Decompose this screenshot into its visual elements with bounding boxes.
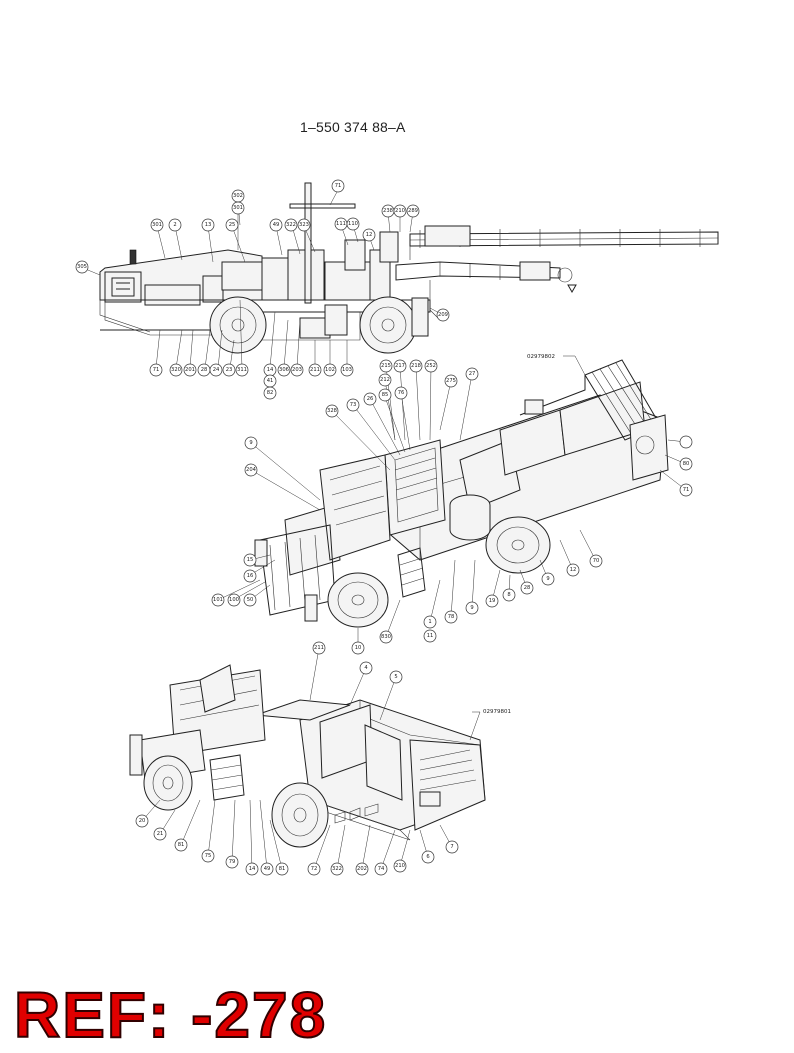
callout-label: 71 bbox=[153, 367, 160, 373]
callout-label: 209 bbox=[438, 312, 448, 318]
callout-label: 4 bbox=[364, 665, 368, 671]
callout-label: 102 bbox=[325, 367, 335, 373]
callout-label: 20 bbox=[139, 818, 146, 824]
callout-label: 28 bbox=[524, 585, 531, 591]
callout-label: 41 bbox=[267, 378, 274, 384]
callout-label: 215 bbox=[381, 363, 391, 369]
callout-label: 50 bbox=[247, 597, 254, 603]
callout-label: 7 bbox=[450, 844, 453, 850]
front-iso-view-callouts: 215 217 218 252 212 275 27 328 73 26 85 … bbox=[211, 359, 693, 655]
callout-label: 27 bbox=[469, 371, 476, 377]
callout-label: 12 bbox=[366, 232, 373, 238]
callout-label: 9 bbox=[470, 605, 473, 611]
callout-label: 111 bbox=[336, 221, 346, 227]
callout-label: 72 bbox=[311, 866, 318, 872]
callout-label: 238 bbox=[383, 208, 393, 214]
callout-label: 5 bbox=[394, 674, 397, 680]
callout-label: 202 bbox=[357, 866, 367, 872]
callout-label: 21 bbox=[157, 831, 164, 837]
callout-label: 14 bbox=[249, 866, 256, 872]
callout-label: 28 bbox=[201, 367, 208, 373]
callout-label: 11 bbox=[427, 633, 434, 639]
callout-label: 302 bbox=[233, 193, 243, 199]
rear-isometric-view-drilling-rig bbox=[129, 664, 486, 848]
callout-label: 301 bbox=[152, 222, 162, 228]
callout-label: 12 bbox=[570, 567, 577, 573]
callout-label: 275 bbox=[446, 378, 456, 384]
callout-label: 19 bbox=[489, 598, 496, 604]
callout-label: 211 bbox=[310, 367, 320, 373]
callout-label: 212 bbox=[380, 377, 390, 383]
callout-label: 75 bbox=[205, 853, 212, 859]
callout-label: 71 bbox=[335, 183, 342, 189]
callout-label: 49 bbox=[273, 222, 280, 228]
callout-label: 81 bbox=[178, 842, 185, 848]
side-view-callouts: 302 301 301 2 13 25 49 322 323 71 111 11… bbox=[75, 179, 450, 400]
callout-label: 14 bbox=[267, 367, 274, 373]
callout-label: 210 bbox=[395, 863, 405, 869]
callout-label: 328 bbox=[327, 408, 337, 414]
side-view-drilling-rig bbox=[99, 182, 719, 354]
callout-label: 23 bbox=[226, 367, 233, 373]
callout-label: 217 bbox=[395, 363, 405, 369]
callout-label: 10 bbox=[355, 645, 362, 651]
callout-label: 85 bbox=[382, 392, 389, 398]
callout-label: 16 bbox=[247, 573, 254, 579]
callout-label: 322 bbox=[286, 222, 296, 228]
callout-label: 70 bbox=[593, 558, 600, 564]
callout-label: 49 bbox=[264, 866, 271, 872]
callout-label: 101 bbox=[213, 597, 223, 603]
front-isometric-view-drilling-rig bbox=[254, 359, 669, 628]
callout-label: 81 bbox=[279, 866, 286, 872]
callout-label: 103 bbox=[342, 367, 352, 373]
callout-label: 74 bbox=[378, 866, 385, 872]
callout-label: 9 bbox=[249, 440, 252, 446]
callout-label: 6 bbox=[426, 854, 429, 860]
callout-label: 2 bbox=[173, 222, 176, 228]
rear-view-part-number: 02979801 bbox=[483, 709, 511, 715]
callout-label: 830 bbox=[381, 634, 391, 640]
callout-label: 211 bbox=[314, 645, 324, 651]
callout-label: 204 bbox=[246, 467, 257, 473]
callout-label: 76 bbox=[398, 390, 405, 396]
callout-label: 13 bbox=[205, 222, 212, 228]
callout-label: 306 bbox=[279, 367, 289, 373]
callout-label: 305 bbox=[77, 264, 87, 270]
callout-label: 203 bbox=[292, 367, 302, 373]
callout-label: 26 bbox=[367, 396, 374, 402]
callout-label: 323 bbox=[299, 222, 309, 228]
callout-label: 1 bbox=[428, 619, 431, 625]
callout-label: 289 bbox=[408, 208, 418, 214]
callout-label: 311 bbox=[237, 367, 247, 373]
callout-label: 110 bbox=[348, 221, 358, 227]
callout-label: 71 bbox=[683, 487, 690, 493]
callout-label: 320 bbox=[171, 367, 181, 373]
document-title: 1–550 374 88–A bbox=[300, 119, 406, 135]
callout-label: 301 bbox=[233, 205, 243, 211]
callout-label: 78 bbox=[448, 614, 455, 620]
callout-label: 25 bbox=[229, 222, 236, 228]
callout-label: 82 bbox=[267, 390, 274, 396]
callout-label: 15 bbox=[247, 557, 254, 563]
front-view-part-number: 02979802 bbox=[527, 354, 555, 360]
callout-label: 252 bbox=[426, 363, 436, 369]
callout-label: 322 bbox=[332, 866, 342, 872]
callout-label: 73 bbox=[350, 402, 357, 408]
callout-label: 201 bbox=[185, 367, 195, 373]
callout-label: 210 bbox=[395, 208, 405, 214]
callout-label: 8 bbox=[507, 592, 510, 598]
callout-label: 80 bbox=[683, 461, 690, 467]
callout-label: 218 bbox=[411, 363, 421, 369]
callout-label: 100 bbox=[229, 597, 239, 603]
callout-label: 24 bbox=[213, 367, 220, 373]
callout-label: 9 bbox=[546, 576, 549, 582]
reference-stamp: REF: -278 bbox=[13, 979, 328, 1051]
rear-iso-view-callouts: 211 4 5 20 21 81 75 79 14 49 81 72 322 2… bbox=[135, 641, 459, 876]
callout-label: 79 bbox=[229, 859, 236, 865]
